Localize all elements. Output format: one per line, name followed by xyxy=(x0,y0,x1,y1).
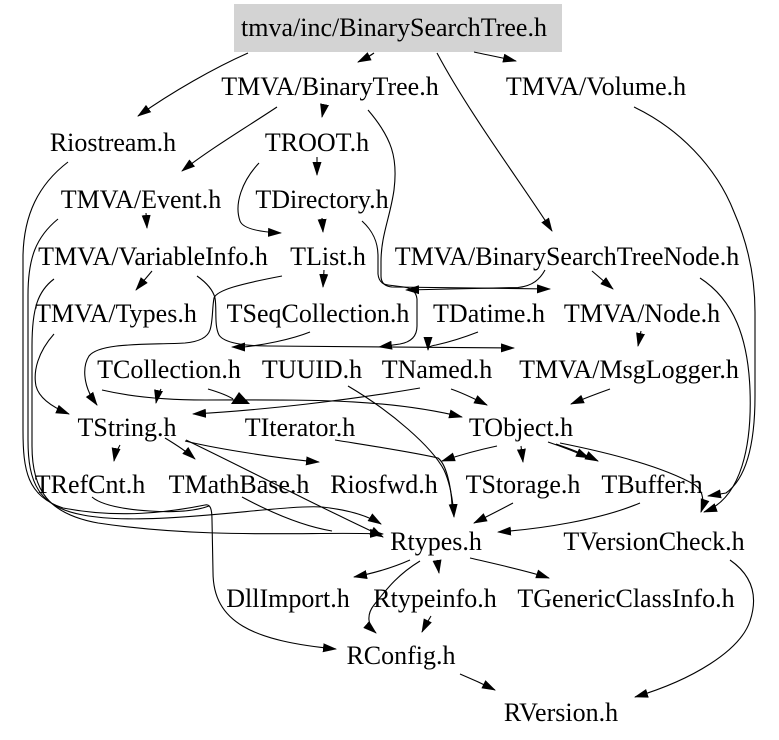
svg-text:Riosfwd.h: Riosfwd.h xyxy=(330,470,438,499)
svg-text:TVersionCheck.h: TVersionCheck.h xyxy=(563,527,744,556)
svg-text:TList.h: TList.h xyxy=(290,242,366,271)
svg-text:TBuffer.h: TBuffer.h xyxy=(601,470,702,499)
svg-text:TSeqCollection.h: TSeqCollection.h xyxy=(227,299,410,328)
svg-text:TDatime.h: TDatime.h xyxy=(433,299,545,328)
svg-text:TRefCnt.h: TRefCnt.h xyxy=(35,470,146,499)
svg-text:TMVA/Volume.h: TMVA/Volume.h xyxy=(506,72,686,101)
svg-text:DllImport.h: DllImport.h xyxy=(226,584,350,613)
svg-text:TCollection.h: TCollection.h xyxy=(97,355,241,384)
svg-text:TNamed.h: TNamed.h xyxy=(382,355,492,384)
svg-text:TGenericClassInfo.h: TGenericClassInfo.h xyxy=(517,584,734,613)
svg-text:RConfig.h: RConfig.h xyxy=(346,641,455,670)
svg-text:TUUID.h: TUUID.h xyxy=(262,355,362,384)
svg-text:TMVA/Node.h: TMVA/Node.h xyxy=(564,299,720,328)
svg-text:TMVA/Types.h: TMVA/Types.h xyxy=(35,299,197,328)
svg-text:TDirectory.h: TDirectory.h xyxy=(255,185,388,214)
svg-text:TMVA/MsgLogger.h: TMVA/MsgLogger.h xyxy=(519,355,739,384)
svg-text:RVersion.h: RVersion.h xyxy=(504,698,618,727)
svg-text:TObject.h: TObject.h xyxy=(469,413,573,442)
svg-text:tmva/inc/BinarySearchTree.h: tmva/inc/BinarySearchTree.h xyxy=(241,13,547,42)
svg-text:TMVA/BinarySearchTreeNode.h: TMVA/BinarySearchTreeNode.h xyxy=(395,242,739,271)
svg-text:TMVA/BinaryTree.h: TMVA/BinaryTree.h xyxy=(221,72,438,101)
svg-text:TMVA/VariableInfo.h: TMVA/VariableInfo.h xyxy=(38,242,268,271)
svg-text:TIterator.h: TIterator.h xyxy=(245,413,355,442)
svg-text:TMathBase.h: TMathBase.h xyxy=(169,470,310,499)
svg-text:TStorage.h: TStorage.h xyxy=(466,470,581,499)
svg-text:Rtypeinfo.h: Rtypeinfo.h xyxy=(373,584,497,613)
svg-text:Riostream.h: Riostream.h xyxy=(50,128,176,157)
svg-text:TMVA/Event.h: TMVA/Event.h xyxy=(61,185,222,214)
svg-text:TString.h: TString.h xyxy=(78,413,177,442)
svg-text:TROOT.h: TROOT.h xyxy=(265,128,369,157)
svg-text:Rtypes.h: Rtypes.h xyxy=(390,527,482,556)
